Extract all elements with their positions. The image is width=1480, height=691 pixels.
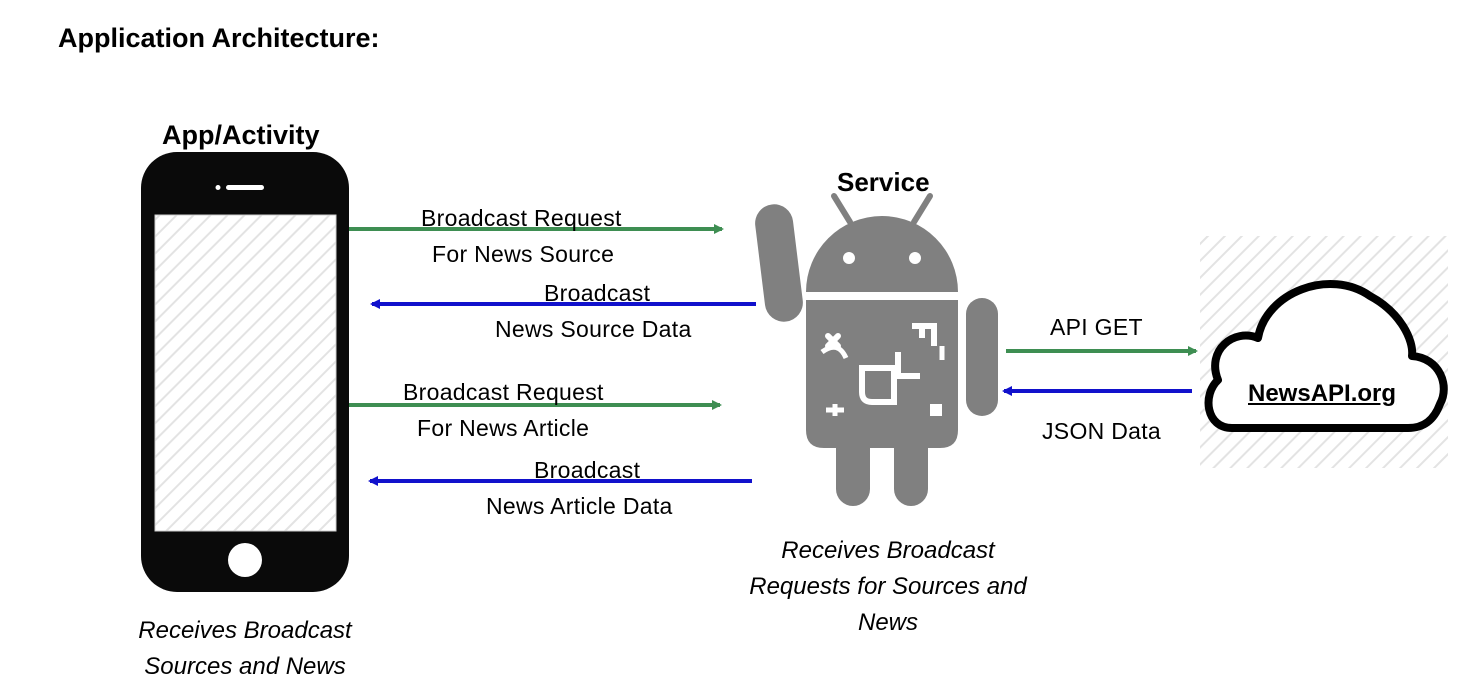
api-get-label: API GET [1050, 314, 1143, 340]
response-article-label-line2: News Article Data [486, 493, 673, 519]
service-caption-line1: Receives Broadcast [781, 537, 995, 564]
service-caption-line3: News [857, 609, 918, 636]
service-label: Service [837, 167, 930, 197]
app-caption-line2: Sources and News [144, 653, 346, 680]
json-data-label: JSON Data [1042, 418, 1162, 444]
request-source-label-line2: For News Source [432, 241, 615, 267]
newsapi-label: NewsAPI.org [1248, 380, 1397, 407]
app-caption: Receives Broadcast Sources and News [103, 613, 387, 685]
app-activity-label: App/Activity [162, 120, 320, 150]
page-title: Application Architecture: [58, 23, 380, 53]
app-caption-line1: Receives Broadcast [138, 617, 352, 644]
cloud-icon [1200, 236, 1448, 468]
smartphone-icon [141, 152, 349, 592]
response-source-label-line2: News Source Data [495, 316, 692, 342]
service-caption-line2: Requests for Sources and [749, 573, 1027, 600]
request-source-label-line1: Broadcast Request [421, 205, 622, 231]
android-robot-icon [755, 193, 998, 506]
response-source-label-line1: Broadcast [544, 280, 651, 306]
request-article-label-line2: For News Article [417, 415, 590, 441]
service-caption: Receives Broadcast Requests for Sources … [728, 533, 1048, 641]
response-article-label-line1: Broadcast [534, 457, 641, 483]
request-article-label-line1: Broadcast Request [403, 379, 604, 405]
